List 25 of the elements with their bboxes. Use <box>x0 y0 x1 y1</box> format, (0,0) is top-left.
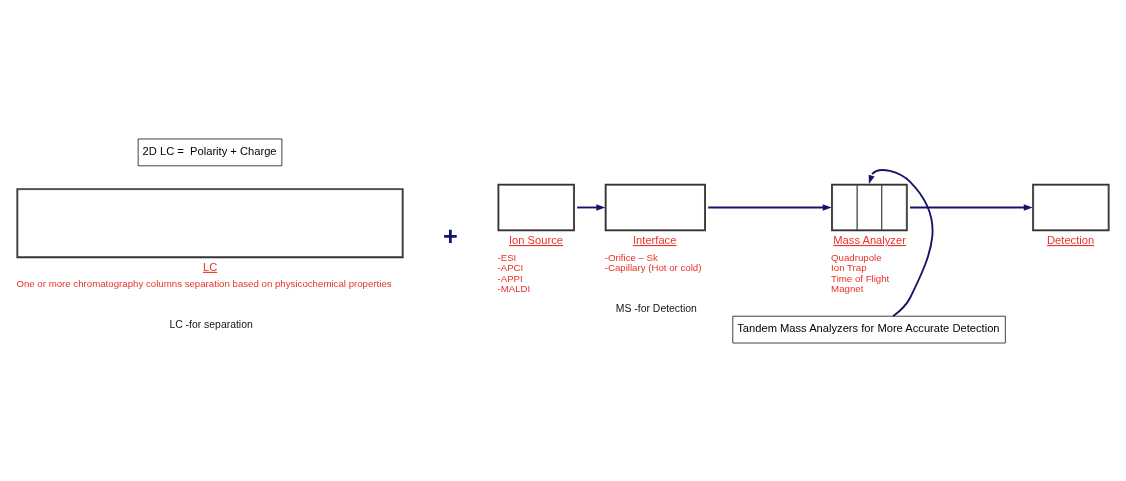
node-label: Mass Analyzer <box>833 233 906 246</box>
arrow <box>909 203 1033 211</box>
node-label: Interface <box>633 233 677 246</box>
node-label: Magnet <box>831 282 864 294</box>
arrow <box>868 168 934 317</box>
node-label: -APCI <box>497 261 524 273</box>
node-label: Ion Source <box>509 233 563 246</box>
node-label: -MALDI <box>497 282 531 294</box>
label: MS -for Detection <box>615 302 697 314</box>
arrow <box>707 203 832 211</box>
node-label: -APPI <box>497 272 523 284</box>
node-label: LC <box>202 260 218 273</box>
node-label: Time of Flight <box>831 272 890 284</box>
node-label: -ESI <box>497 251 517 263</box>
node-label: One or more chromatography columns separation based on physicochemical properties <box>16 277 392 289</box>
node-label: Quadrupole <box>831 251 882 263</box>
node-label: Detection <box>1047 233 1095 246</box>
label: LC -for separation <box>169 318 253 330</box>
node-label: -Capillary (Hot or cold) <box>604 261 702 273</box>
node-box: 2D LC = Polarity + Charge <box>137 138 283 166</box>
node-label: -Orifice – Sk <box>604 251 658 263</box>
label: + <box>443 221 458 249</box>
node-label: Ion Trap <box>831 261 867 273</box>
node-box: Tandem Mass Analyzers for More Accurate Detection <box>732 315 1006 343</box>
arrow <box>576 203 606 211</box>
